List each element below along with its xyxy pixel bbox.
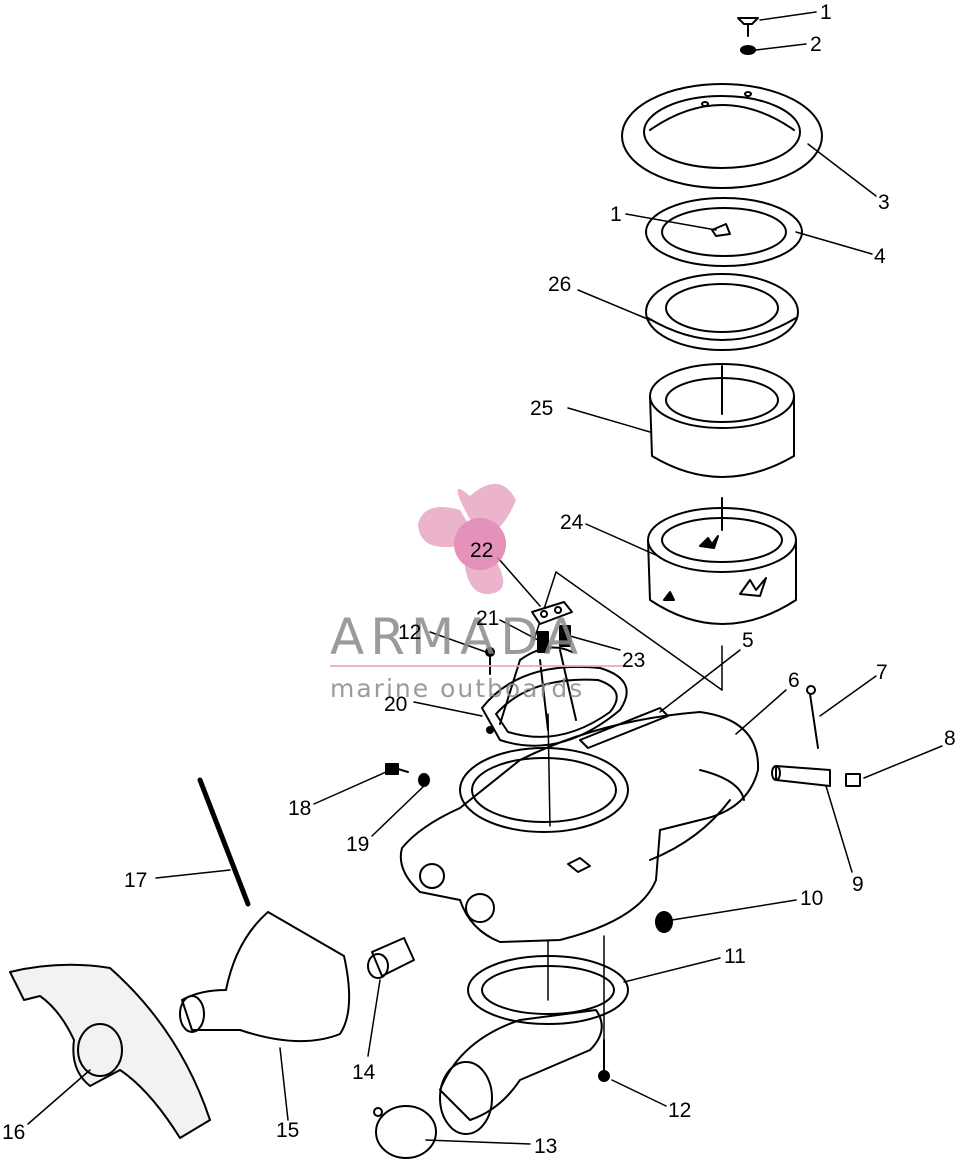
intake-tube-part <box>439 1009 603 1135</box>
callout-label: 21 <box>476 607 500 630</box>
callout-label: 23 <box>622 649 646 672</box>
lower-gasket-part <box>467 955 629 1025</box>
callout-label: 26 <box>548 273 572 296</box>
callout-label: 3 <box>878 191 890 214</box>
watermark-brand: ARMADA <box>330 608 585 666</box>
callout-label: 6 <box>788 669 800 692</box>
callout-label: 11 <box>724 945 746 968</box>
silencer-top-part <box>481 646 628 747</box>
watermark-tagline: marine outboards <box>330 674 585 703</box>
callout-label: 25 <box>530 397 554 420</box>
hose-part <box>771 765 831 787</box>
clamp-part <box>806 685 819 749</box>
fitting-part <box>845 773 861 787</box>
gasket-part <box>645 197 803 267</box>
callout-label: 13 <box>534 1135 558 1158</box>
element-cover-part <box>645 273 799 351</box>
callout-label: 10 <box>800 887 824 910</box>
cap-part <box>373 1105 437 1159</box>
pre-filter-part <box>649 363 795 478</box>
air-cleaner-cover-part <box>621 83 823 189</box>
air-box-housing-part <box>399 711 760 943</box>
heat-shield-part <box>9 963 211 1139</box>
washer-part <box>740 45 756 55</box>
callout-label: 4 <box>874 245 886 268</box>
grommet-part <box>655 911 673 933</box>
callout-label: 1 <box>820 1 832 24</box>
callout-label: 8 <box>944 727 956 750</box>
callout-label: 7 <box>876 661 888 684</box>
callout-label: 12 <box>398 621 422 644</box>
callout-label: 15 <box>276 1119 300 1142</box>
callout-label: 19 <box>346 833 370 856</box>
wing-nut-part <box>737 17 759 37</box>
callout-label: 16 <box>2 1121 26 1144</box>
bolt-part <box>385 763 409 775</box>
rod-part <box>197 777 251 907</box>
callout-label: 1 <box>610 203 622 226</box>
leader-lines <box>27 11 943 1145</box>
bracket-plate-part <box>531 601 573 625</box>
callout-label: 14 <box>352 1061 376 1084</box>
screw-lower-part <box>598 1039 610 1082</box>
callout-label: 17 <box>124 869 148 892</box>
callout-label: 22 <box>470 539 494 562</box>
callout-label: 2 <box>810 33 822 56</box>
adapter-part <box>367 937 415 979</box>
callout-label: 20 <box>384 693 408 716</box>
callout-label: 24 <box>560 511 584 534</box>
callout-label: 9 <box>852 873 864 896</box>
assembly-guide-lines <box>533 571 723 1041</box>
callout-label: 5 <box>742 629 754 652</box>
duct-part <box>179 911 351 1043</box>
filter-element-part <box>647 497 797 625</box>
callout-label: 18 <box>288 797 312 820</box>
callout-label: 12 <box>668 1099 692 1122</box>
